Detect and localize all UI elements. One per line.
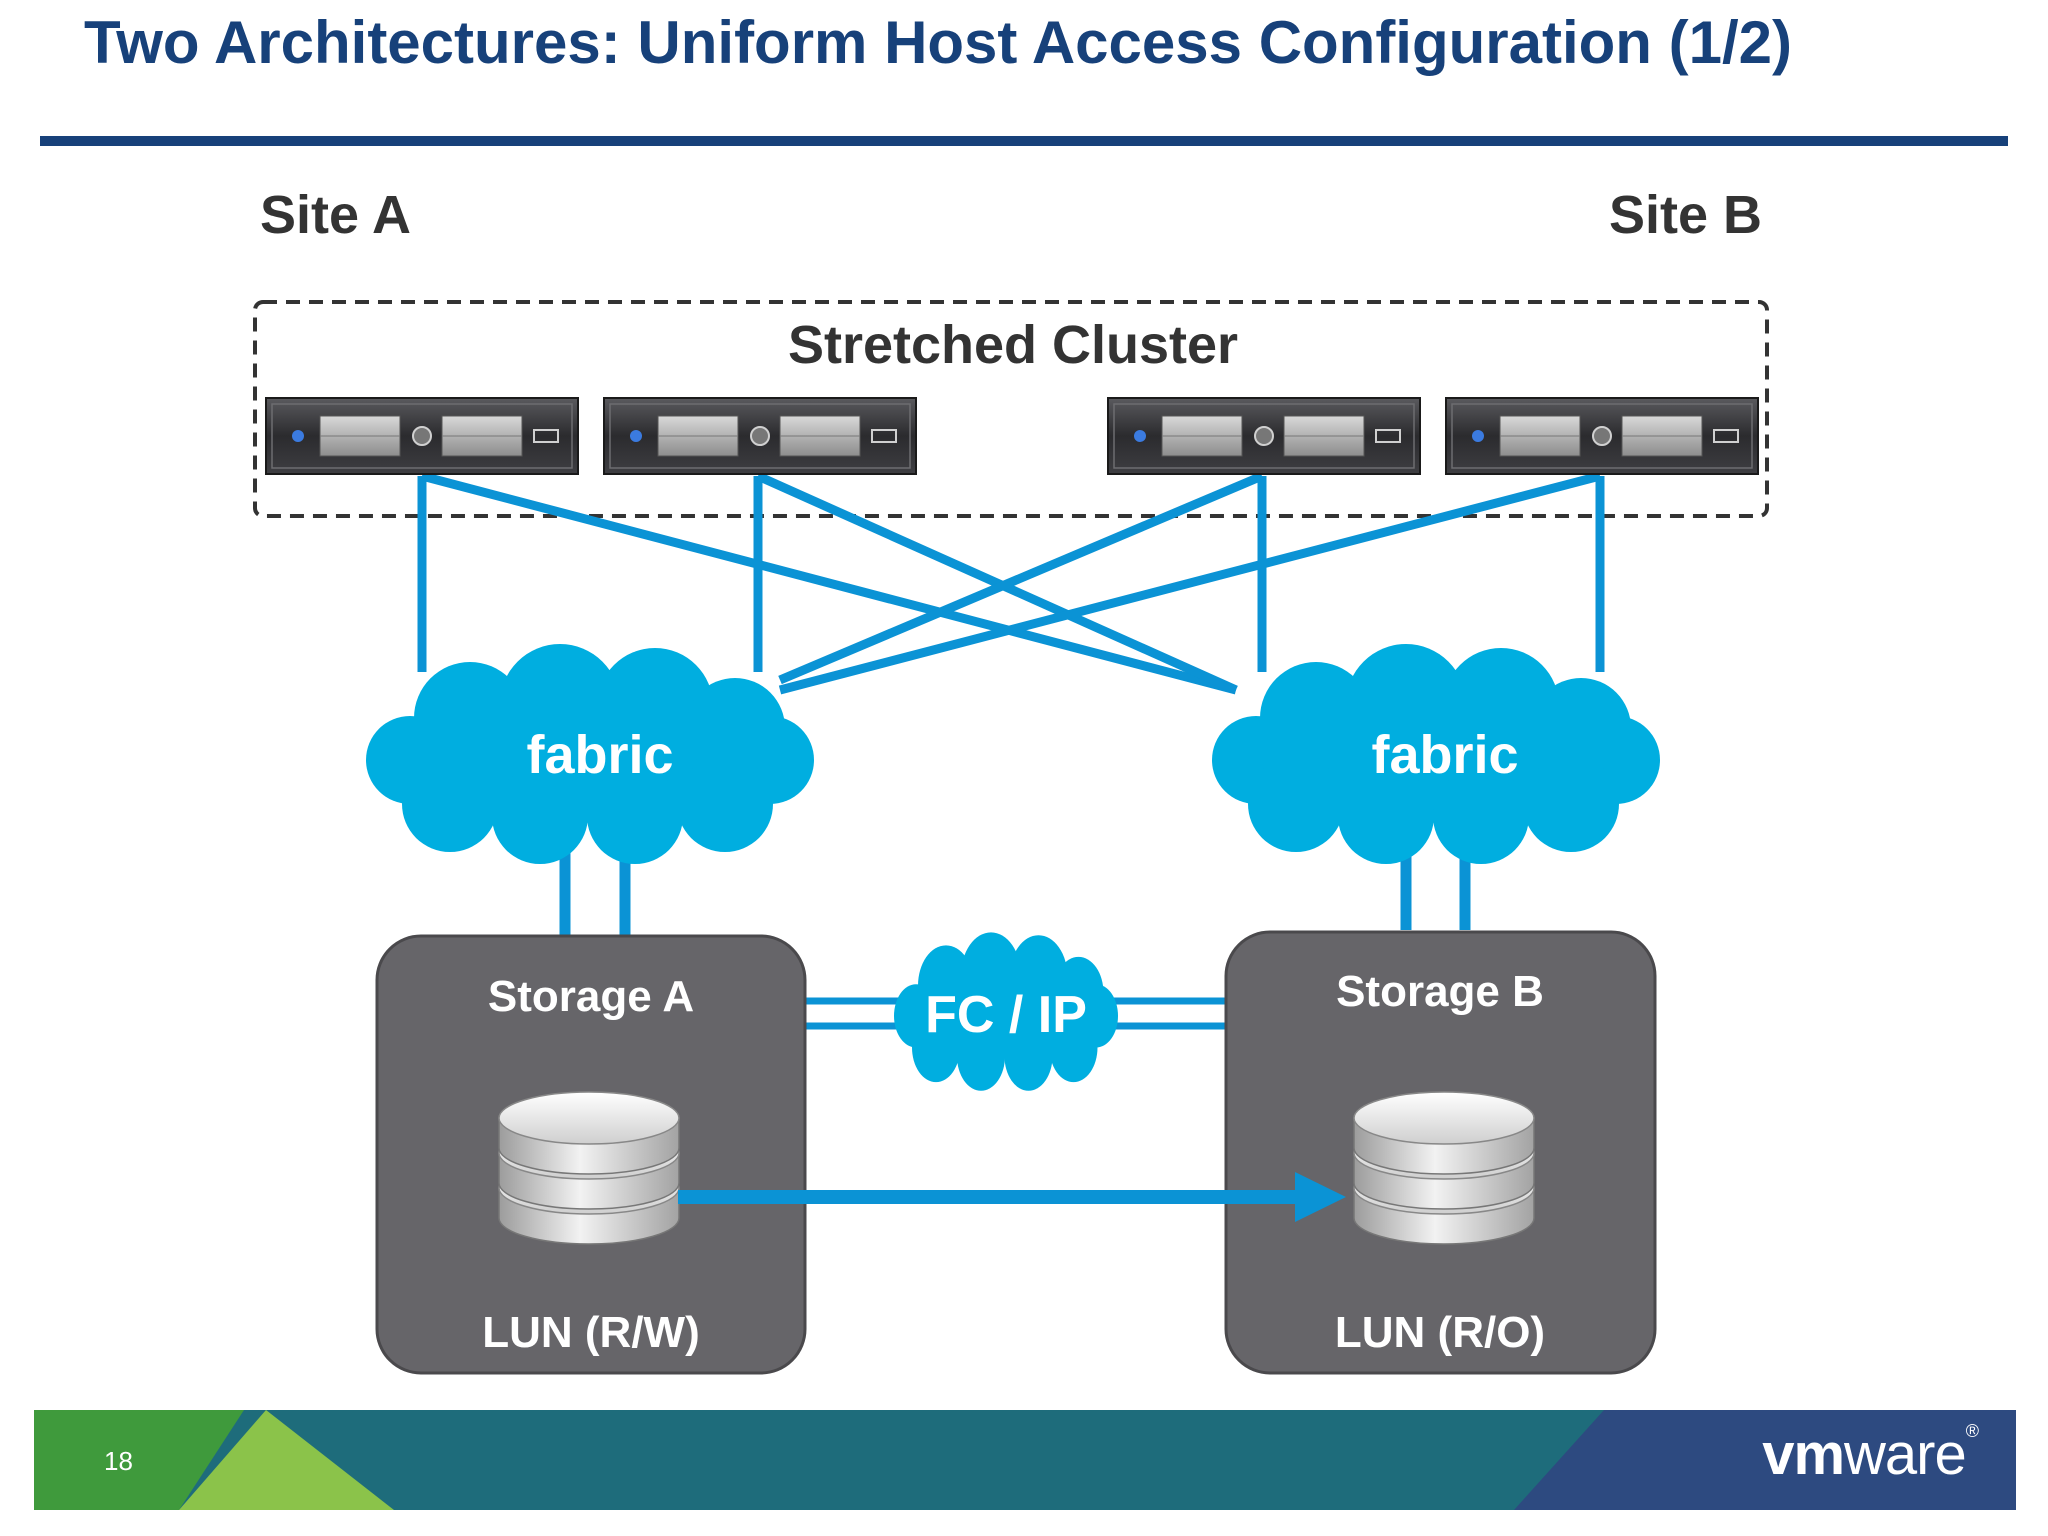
fabric-a-label: fabric <box>526 725 673 785</box>
lun-ro-disk-icon <box>1353 1091 1535 1245</box>
storage-b-label: Storage B <box>1336 967 1544 1016</box>
storage-a-label: Storage A <box>488 972 694 1021</box>
slide-number: 18 <box>104 1446 133 1476</box>
host-uplinks <box>417 471 1605 695</box>
stretched-cluster-label: Stretched Cluster <box>788 315 1238 375</box>
vmware-logo: vmware® <box>1762 1421 1979 1487</box>
site-a-label: Site A <box>260 185 412 245</box>
uplink-host3-fabric-a <box>778 471 1264 685</box>
fabric-b-label: fabric <box>1371 725 1518 785</box>
esx-host-2 <box>603 397 917 475</box>
fabric-storage-links <box>559 840 1471 935</box>
stretched-cluster-boundary <box>253 300 1769 518</box>
footer-band <box>34 1410 2016 1510</box>
slide-title: Two Architectures: Uniform Host Access C… <box>84 9 1792 76</box>
lun-rw-disk-icon <box>498 1091 680 1245</box>
site-b-label: Site B <box>1608 185 1762 245</box>
fc-ip-label: FC / IP <box>925 986 1087 1044</box>
title-underline <box>40 136 2008 146</box>
replication-arrow-head <box>1295 1172 1346 1222</box>
uplink-host1-fabric-b <box>420 471 1238 695</box>
esx-host-3 <box>1107 397 1421 475</box>
lun-rw-label: LUN (R/W) <box>482 1308 700 1357</box>
uplink-host2-fabric-b <box>756 471 1238 695</box>
lun-ro-label: LUN (R/O) <box>1335 1308 1545 1357</box>
esx-host-4 <box>1445 397 1759 475</box>
uplink-host4-fabric-a <box>778 471 1602 695</box>
esx-host-1 <box>265 397 579 475</box>
